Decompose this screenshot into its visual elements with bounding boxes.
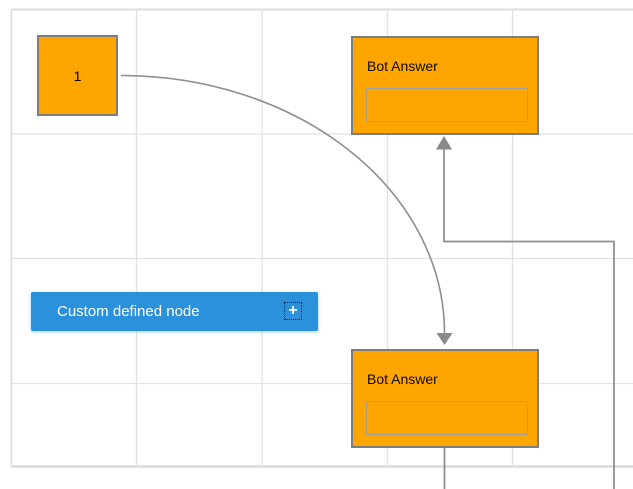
connector-elbow-arrowhead-up-icon[interactable]: [436, 136, 452, 150]
node-bot-answer-bottom[interactable]: Bot Answer: [351, 349, 539, 448]
custom-defined-node-button[interactable]: Custom defined node +: [31, 292, 318, 331]
bot-answer-title: Bot Answer: [367, 371, 438, 387]
custom-defined-node-label: Custom defined node: [57, 303, 200, 320]
plus-icon[interactable]: +: [284, 302, 302, 320]
node-square-label: 1: [73, 67, 82, 84]
bot-answer-input[interactable]: [366, 401, 528, 435]
bot-answer-input[interactable]: [366, 88, 528, 122]
connector-curve-arrowhead-down-icon[interactable]: [436, 333, 453, 345]
node-bot-answer-top[interactable]: Bot Answer: [351, 36, 539, 135]
bot-answer-title: Bot Answer: [367, 58, 438, 74]
node-square[interactable]: 1: [37, 35, 118, 116]
